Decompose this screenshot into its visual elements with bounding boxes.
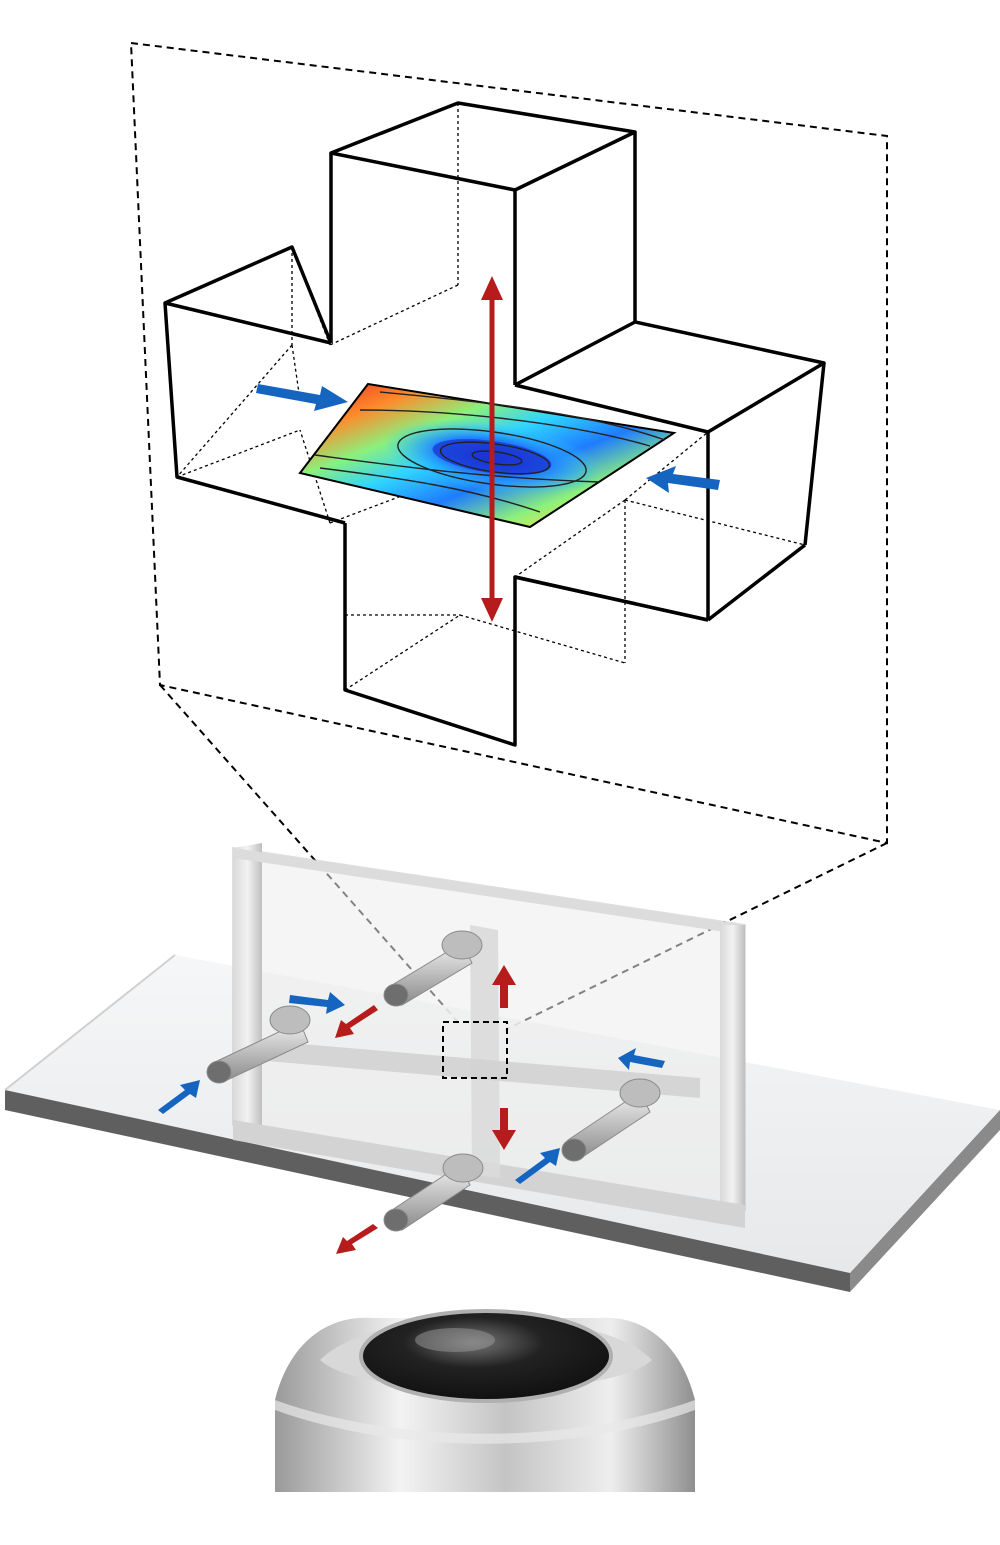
flow-field-plane	[298, 382, 677, 529]
outflow-axis-arrow	[481, 276, 503, 622]
inlet-tube-right	[561, 1078, 661, 1162]
microscope-objective	[275, 1309, 695, 1492]
chip-inflow-arrows	[158, 992, 665, 1184]
outlet-tube-bottom	[383, 1153, 484, 1232]
visible-edges	[163, 101, 826, 747]
inflow-arrow-right	[646, 466, 720, 493]
streamlines	[314, 391, 666, 513]
lens-glass	[359, 1309, 613, 1403]
microfluidic-chip	[4, 843, 1000, 1292]
chip-outflow-arrows	[335, 965, 516, 1254]
inflow-arrow-left	[256, 384, 348, 411]
inlet-tube-left	[206, 1005, 311, 1084]
zoom-region-box	[442, 1021, 508, 1079]
cross-slot-geometry	[163, 101, 826, 747]
outlet-tube-top	[383, 930, 483, 1007]
